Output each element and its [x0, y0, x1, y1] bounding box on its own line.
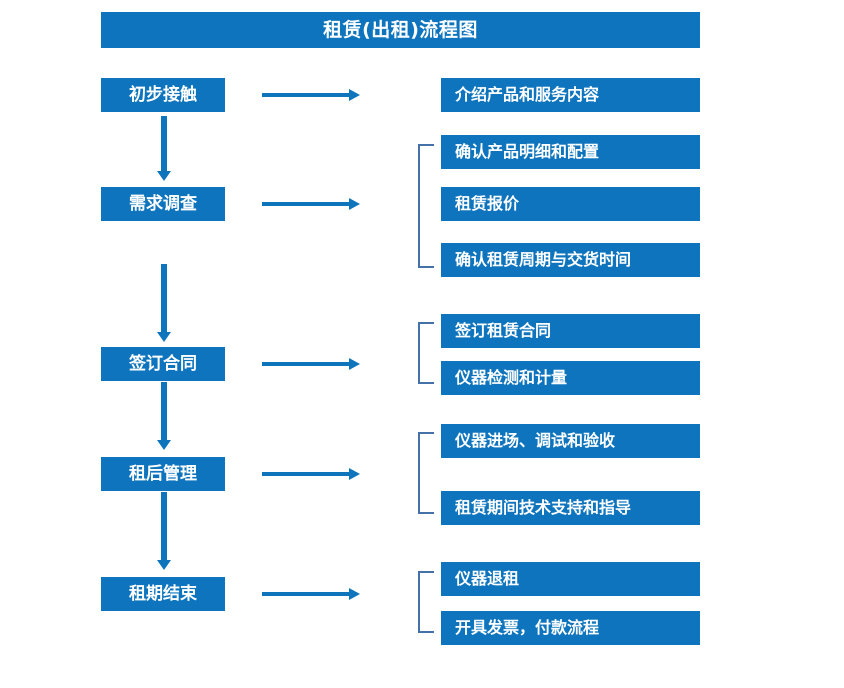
arrow-down-icon-stage-1-to-2 — [157, 116, 171, 181]
diagram-title-banner: 租赁(出租)流程图 — [101, 12, 700, 48]
detail-label: 租赁期间技术支持和指导 — [455, 498, 632, 517]
stage-label: 需求调查 — [129, 193, 197, 214]
arrow-head — [157, 171, 171, 181]
detail-box-确认产品明细和配置[interactable]: 确认产品明细和配置 — [441, 135, 700, 169]
detail-label: 租赁报价 — [455, 194, 520, 213]
detail-label: 开具发票，付款流程 — [455, 618, 600, 637]
detail-label: 确认产品明细和配置 — [455, 142, 600, 161]
stage-box-初步接触[interactable]: 初步接触 — [101, 78, 225, 112]
arrow-down-icon-stage-3-to-4 — [157, 382, 171, 450]
stage-label: 初步接触 — [129, 84, 197, 105]
stage-label: 签订合同 — [129, 353, 197, 374]
arrow-shaft — [262, 362, 350, 366]
arrow-head — [157, 332, 171, 342]
arrow-right-icon-stage-4 — [262, 468, 360, 480]
arrow-head — [349, 89, 360, 101]
arrow-head — [157, 560, 171, 570]
detail-label: 仪器进场、调试和验收 — [455, 431, 616, 450]
detail-box-租赁期间技术支持和指导[interactable]: 租赁期间技术支持和指导 — [441, 491, 700, 525]
arrow-shaft — [161, 264, 167, 332]
detail-box-开具发票付款流程[interactable]: 开具发票，付款流程 — [441, 611, 700, 645]
arrow-shaft — [161, 382, 167, 440]
stage-box-需求调查[interactable]: 需求调查 — [101, 187, 225, 221]
arrow-right-icon-stage-5 — [262, 588, 360, 600]
stage-box-签订合同[interactable]: 签订合同 — [101, 347, 225, 381]
detail-box-租赁报价[interactable]: 租赁报价 — [441, 187, 700, 221]
detail-label: 仪器检测和计量 — [455, 368, 568, 387]
arrow-head — [157, 440, 171, 450]
detail-label: 介绍产品和服务内容 — [455, 85, 600, 104]
group-bracket-stage-4 — [418, 432, 434, 514]
arrow-shaft — [262, 592, 350, 596]
detail-box-确认租赁周期与交货时间[interactable]: 确认租赁周期与交货时间 — [441, 243, 700, 277]
stage-box-租期结束[interactable]: 租期结束 — [101, 577, 225, 611]
group-bracket-stage-2 — [418, 144, 434, 268]
arrow-down-icon-stage-4-to-5 — [157, 492, 171, 570]
detail-label: 签订租赁合同 — [455, 321, 552, 340]
detail-box-签订租赁合同[interactable]: 签订租赁合同 — [441, 314, 700, 348]
detail-label: 确认租赁周期与交货时间 — [455, 250, 632, 269]
arrow-head — [349, 198, 360, 210]
diagram-title-text: 租赁(出租)流程图 — [323, 18, 478, 41]
arrow-head — [349, 468, 360, 480]
detail-box-仪器退租[interactable]: 仪器退租 — [441, 562, 700, 596]
arrow-shaft — [161, 492, 167, 560]
detail-box-仪器进场调试和验收[interactable]: 仪器进场、调试和验收 — [441, 424, 700, 458]
group-bracket-stage-5 — [418, 571, 434, 633]
arrow-head — [349, 588, 360, 600]
detail-box-介绍产品和服务内容[interactable]: 介绍产品和服务内容 — [441, 78, 700, 112]
stage-box-租后管理[interactable]: 租后管理 — [101, 457, 225, 491]
arrow-shaft — [262, 472, 350, 476]
arrow-shaft — [262, 93, 350, 97]
arrow-right-icon-stage-3 — [262, 358, 360, 370]
arrow-down-icon-stage-2-to-3 — [157, 264, 171, 342]
stage-label: 租期结束 — [129, 583, 197, 604]
arrow-right-icon-stage-2 — [262, 198, 360, 210]
arrow-head — [349, 358, 360, 370]
arrow-shaft — [262, 202, 350, 206]
arrow-right-icon-stage-1 — [262, 89, 360, 101]
group-bracket-stage-3 — [418, 322, 434, 384]
detail-label: 仪器退租 — [455, 569, 520, 588]
stage-label: 租后管理 — [129, 463, 197, 484]
arrow-shaft — [161, 116, 167, 171]
detail-box-仪器检测和计量[interactable]: 仪器检测和计量 — [441, 361, 700, 395]
